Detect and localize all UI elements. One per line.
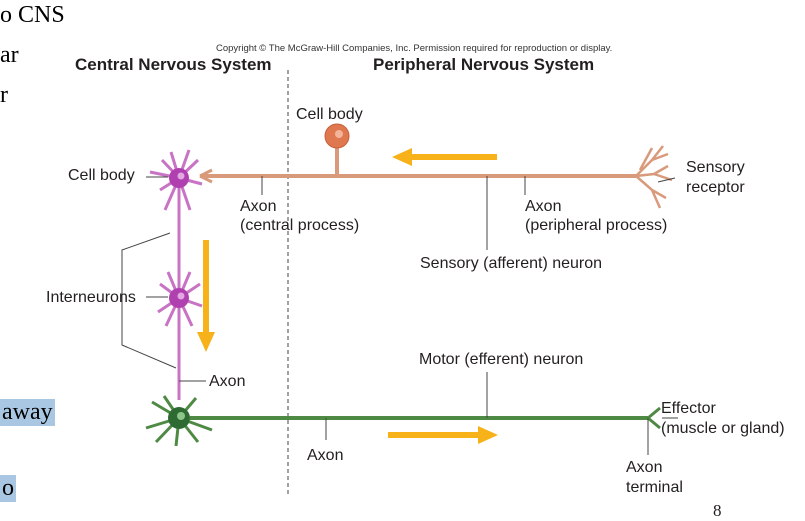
label-cell-body-sensory: Cell body — [296, 106, 363, 123]
section-peripheral-title: Peripheral Nervous System — [373, 55, 595, 74]
label-axon-peripheral-line2: (peripheral process) — [525, 217, 668, 234]
sensory-receptor-branches — [635, 145, 673, 209]
label-effector-line2: (muscle or gland) — [661, 420, 785, 437]
interneurons-bracket — [121, 232, 177, 369]
label-axon-terminal-line2: terminal — [626, 479, 683, 496]
leader-sensory-receptor — [657, 177, 676, 183]
label-axon-inter: Axon — [209, 373, 246, 390]
interneuron-middle-nucleus — [177, 292, 185, 300]
sensory-nucleus — [335, 130, 343, 138]
label-sensory-receptor-line2: receptor — [686, 179, 745, 196]
interneuron — [149, 149, 203, 400]
motor-neuron — [145, 395, 661, 447]
interneuron-top-nucleus — [177, 172, 185, 180]
section-central-title: Central Nervous System — [75, 55, 272, 74]
label-axon-central-line1: Axon — [240, 198, 277, 215]
signal-arrows — [197, 148, 498, 444]
slide-text-highlight: away — [0, 399, 55, 426]
interneuron-direction-arrowhead — [197, 332, 215, 352]
slide-text-fragment: ar — [0, 42, 19, 68]
motor-axon-terminal — [647, 406, 661, 430]
sensory-terminal — [199, 168, 213, 184]
label-axon-central-line2: (central process) — [240, 217, 360, 234]
label-axon-peripheral-line1: Axon — [525, 198, 562, 215]
label-axon-motor: Axon — [307, 447, 344, 464]
slide-text-fragment: o CNS — [0, 2, 65, 28]
motor-direction-arrowhead — [478, 426, 498, 444]
motor-nucleus — [177, 412, 185, 420]
label-effector-line1: Effector — [661, 400, 716, 417]
label-sensory-receptor-line1: Sensory — [686, 159, 745, 176]
label-interneurons: Interneurons — [46, 289, 136, 306]
slide-text-highlight: o — [0, 475, 16, 502]
label-sensory-neuron: Sensory (afferent) neuron — [420, 255, 603, 272]
motor-dendrites — [145, 395, 213, 447]
sensory-neuron — [199, 123, 673, 209]
page-number: 8 — [713, 501, 722, 520]
interneuron-top-dendrites — [149, 149, 203, 211]
label-cell-body-inter: Cell body — [68, 167, 135, 184]
leader-lines — [121, 176, 678, 455]
interneuron-middle-dendrites — [157, 271, 203, 327]
sensory-direction-arrowhead — [392, 148, 412, 166]
label-axon-terminal-line1: Axon — [626, 459, 663, 476]
copyright-notice: Copyright © The McGraw-Hill Companies, I… — [216, 43, 613, 54]
slide-text-fragment: r — [0, 82, 8, 108]
label-motor-neuron: Motor (efferent) neuron — [419, 351, 584, 368]
